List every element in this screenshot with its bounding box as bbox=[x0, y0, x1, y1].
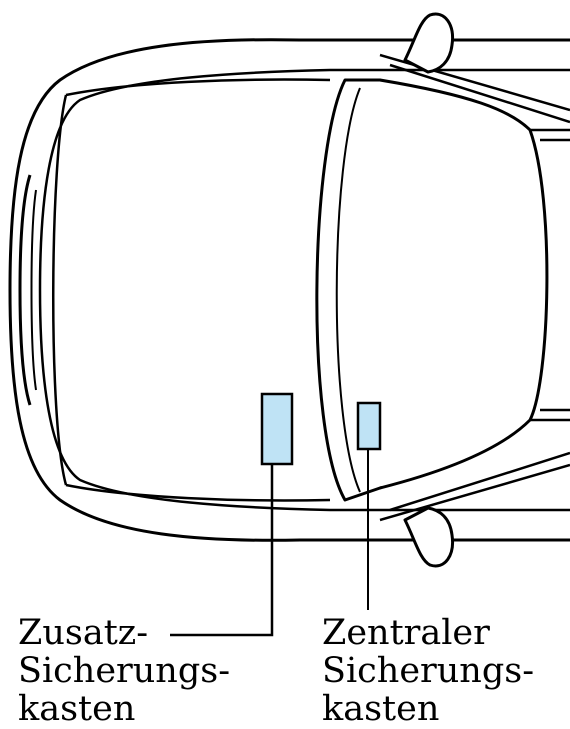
windshield bbox=[315, 78, 549, 502]
auxiliary-fuse-box bbox=[260, 392, 294, 466]
central-fuse-box-label-line-3: kasten bbox=[322, 689, 440, 729]
central-fuse-box-label-line-2: Sicherungs- bbox=[322, 651, 535, 691]
side-rails bbox=[379, 53, 570, 522]
auxiliary-fuse-box-label-line-3: kasten bbox=[18, 689, 136, 729]
auxiliary-fuse-box-leader-line bbox=[170, 464, 274, 637]
auxiliary-fuse-box-label-line-1: Zusatz- bbox=[18, 613, 149, 653]
auxiliary-fuse-box-label: Zusatz- Sicherungs- kasten bbox=[18, 614, 230, 728]
car-body-outline bbox=[8, 38, 570, 542]
windshield-inner bbox=[335, 87, 361, 493]
central-fuse-box-label-line-1: Zentraler bbox=[322, 613, 490, 653]
car-body-inner-line bbox=[38, 68, 570, 512]
cowl-line bbox=[65, 78, 331, 502]
central-fuse-box-label: Zentraler Sicherungs- kasten bbox=[322, 614, 534, 728]
mirror-icon bbox=[403, 12, 455, 568]
car-body bbox=[8, 38, 570, 542]
front-grille bbox=[30, 189, 37, 391]
windshield-outline bbox=[315, 78, 549, 502]
central-fuse-box bbox=[356, 401, 382, 451]
left-mirror bbox=[403, 12, 455, 74]
right-mirror bbox=[403, 506, 455, 568]
auxiliary-fuse-box-label-line-2: Sicherungs- bbox=[18, 651, 231, 691]
hood-front-edge bbox=[52, 94, 68, 486]
front-bumper bbox=[18, 174, 32, 406]
